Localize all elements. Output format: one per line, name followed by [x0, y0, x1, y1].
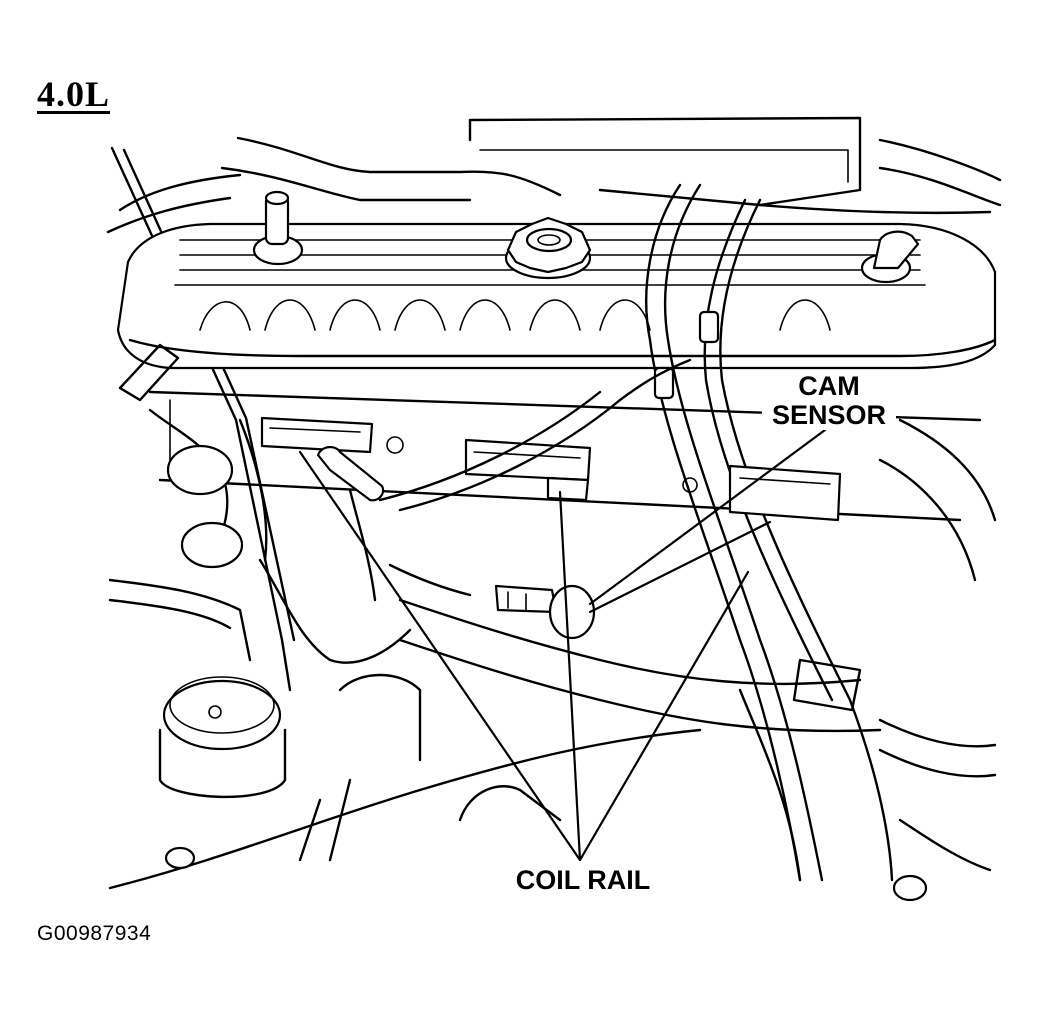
lower-left-components	[108, 578, 702, 890]
engine-size-heading: 4.0L	[37, 74, 111, 114]
pcv-fitting-left	[252, 190, 304, 266]
coil-rail-callout: COIL RAIL	[504, 866, 662, 895]
throttle-cables	[645, 183, 894, 882]
oil-filler-cap-icon	[504, 216, 592, 280]
air-cleaner-housing	[468, 116, 992, 215]
cam-sensor	[388, 563, 596, 640]
wiring-harness-left	[118, 343, 412, 664]
cam-sensor-callout-line-1: CAM	[798, 371, 860, 401]
reservoir-cap-icon	[158, 676, 287, 799]
figure-id: G00987934	[37, 922, 152, 945]
cam-sensor-callout-line-2: SENSOR	[771, 400, 887, 430]
lower-hoses	[398, 598, 997, 882]
coil-rail-leaders	[298, 450, 750, 862]
sensor-wire	[378, 358, 692, 512]
upper-hoses	[106, 136, 1002, 234]
pcv-fitting-right	[860, 230, 920, 284]
spark-plug-boot	[316, 446, 385, 602]
right-fender	[878, 418, 997, 902]
cam-sensor-leaders	[588, 428, 827, 614]
cam-sensor-callout: CAM SENSOR	[762, 372, 896, 430]
